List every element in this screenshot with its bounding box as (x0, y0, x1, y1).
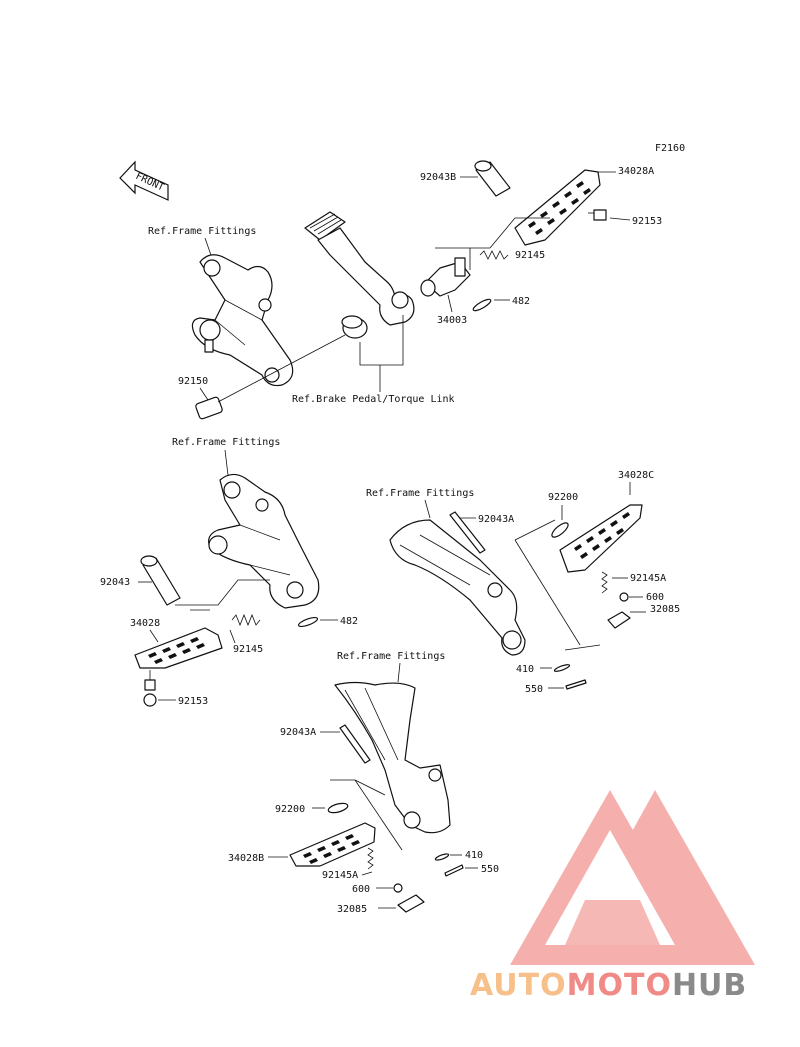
ring-410-right (553, 664, 571, 672)
label-410-right: 410 (516, 664, 534, 675)
label-600-bottom: 600 (352, 884, 370, 895)
figure-code: F2160 (655, 143, 685, 154)
ref-frame-fittings-3: Ref.Frame Fittings (366, 488, 474, 499)
label-92145-mid: 92145 (233, 644, 263, 655)
ref-frame-fittings-4: Ref.Frame Fittings (337, 651, 445, 662)
ref-frame-fittings-1: Ref.Frame Fittings (148, 226, 256, 237)
spring-92145-mid (231, 613, 261, 627)
pin-92043B (474, 160, 511, 197)
washer-92200-right (551, 522, 569, 538)
label-34028B: 34028B (228, 853, 264, 864)
pin-92043 (140, 555, 181, 606)
label-92150: 92150 (178, 376, 208, 387)
label-92145-top: 92145 (515, 250, 545, 261)
label-92153-mid: 92153 (178, 696, 208, 707)
ball-600-right (619, 592, 629, 602)
label-92200-bottom: 92200 (275, 804, 305, 815)
footpeg-34028A (514, 169, 601, 246)
label-482-mid: 482 (340, 616, 358, 627)
label-92200-right: 92200 (548, 492, 578, 503)
label-600-right: 600 (646, 592, 664, 603)
ref-frame-fittings-2: Ref.Frame Fittings (172, 437, 280, 448)
label-92153-top: 92153 (632, 216, 662, 227)
clip-482-mid (297, 616, 319, 628)
pivot-34003 (420, 257, 471, 297)
footpeg-34028 (134, 627, 223, 669)
label-550-right: 550 (525, 684, 543, 695)
passenger-bracket-bottom (334, 681, 451, 834)
watermark-text: AUTOMOTOHUB (470, 968, 747, 1003)
detent-32085-bottom (397, 894, 425, 913)
label-32085-right: 32085 (650, 604, 680, 615)
rider-bracket-mid (208, 473, 320, 609)
pin-550-right (565, 679, 587, 690)
brake-pedal (304, 211, 415, 339)
detent-32085-right (607, 611, 631, 629)
washer-92200-bottom (327, 802, 349, 814)
rider-bracket-left (191, 254, 294, 387)
bolt-92153-mid (143, 670, 157, 707)
passenger-bracket-right (389, 519, 526, 656)
watermark-logo (510, 790, 755, 965)
label-34028C: 34028C (618, 470, 654, 481)
footpeg-34028B (289, 822, 376, 867)
label-32085-bottom: 32085 (337, 904, 367, 915)
pin-550-bottom (444, 864, 464, 877)
bolt-92153-top (588, 209, 607, 221)
label-92043A-bottom: 92043A (280, 727, 316, 738)
label-34028A: 34028A (618, 166, 654, 177)
label-92145A-right: 92145A (630, 573, 666, 584)
pin-92043A-right (449, 511, 486, 554)
label-410-bottom: 410 (465, 850, 483, 861)
ring-410-bottom (434, 853, 450, 861)
label-92145A-bottom: 92145A (322, 870, 358, 881)
label-92043B: 92043B (420, 172, 456, 183)
label-34003: 34003 (437, 315, 467, 326)
ref-brake-pedal: Ref.Brake Pedal/Torque Link (292, 394, 455, 405)
label-92043: 92043 (100, 577, 130, 588)
front-arrow-icon: FRONT (119, 160, 169, 201)
spring-92145-top (479, 250, 509, 260)
ball-600-bottom (393, 883, 403, 893)
spring-92145A-bottom (367, 847, 374, 870)
label-482-top: 482 (512, 296, 530, 307)
bolt-92150 (195, 334, 346, 420)
spring-92145A-right (601, 571, 608, 594)
pin-92043A-bottom (339, 724, 371, 764)
label-550-bottom: 550 (481, 864, 499, 875)
clip-482-top (472, 298, 492, 312)
footpeg-34028C (559, 504, 643, 573)
label-34028: 34028 (130, 618, 160, 629)
label-92043A-right: 92043A (478, 514, 514, 525)
